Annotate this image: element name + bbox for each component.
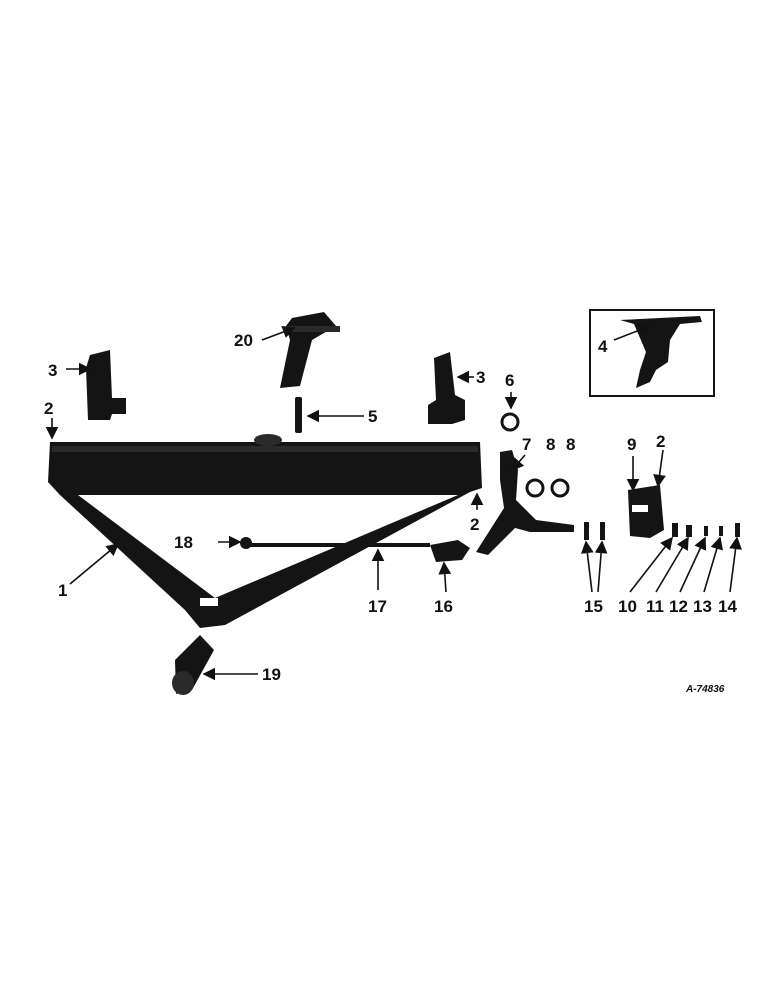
callout-2-clamp: 2 (656, 432, 665, 451)
bracket-left (86, 350, 126, 420)
callout-8-left: 8 (546, 435, 555, 454)
pin (295, 397, 302, 433)
callout-10: 10 (618, 597, 637, 616)
callout-15: 15 (584, 597, 603, 616)
callout-6: 6 (505, 371, 514, 390)
callout-18: 18 (174, 533, 193, 552)
shank (476, 450, 574, 555)
callout-13: 13 (693, 597, 712, 616)
inset-box (589, 309, 715, 397)
nut (240, 537, 252, 549)
callout-3-right: 3 (476, 368, 485, 387)
callout-16: 16 (434, 597, 453, 616)
reference-code: A-74836 (685, 684, 725, 695)
callout-19: 19 (262, 665, 281, 684)
callout-5: 5 (368, 407, 377, 426)
callout-2-left: 2 (44, 399, 53, 418)
ring-washer (500, 412, 520, 432)
callout-11: 11 (646, 597, 664, 616)
clevis-bracket (280, 312, 340, 388)
coupler (430, 540, 470, 562)
callout-2-frame-right: 2 (470, 515, 479, 534)
rod (250, 543, 430, 547)
bolt-pair (584, 522, 605, 540)
callout-4: 4 (598, 337, 608, 356)
leader-lines (45, 324, 742, 681)
a-frame-hitch (48, 434, 482, 628)
callout-1: 1 (58, 581, 67, 600)
small-hardware (672, 523, 740, 537)
callout-14: 14 (718, 597, 737, 616)
callout-9: 9 (627, 435, 636, 454)
clamp-block (628, 485, 664, 538)
callout-8-right: 8 (566, 435, 575, 454)
callout-20: 20 (234, 331, 253, 350)
callout-17: 17 (368, 597, 387, 616)
callout-labels: 1 2 2 2 3 3 4 5 6 7 8 8 9 10 11 12 13 14… (44, 331, 737, 684)
bracket-right (428, 352, 465, 424)
ring-pair (525, 478, 570, 498)
callout-7: 7 (522, 435, 531, 454)
callout-12: 12 (669, 597, 688, 616)
roller (172, 635, 214, 695)
callout-3-left: 3 (48, 361, 57, 380)
